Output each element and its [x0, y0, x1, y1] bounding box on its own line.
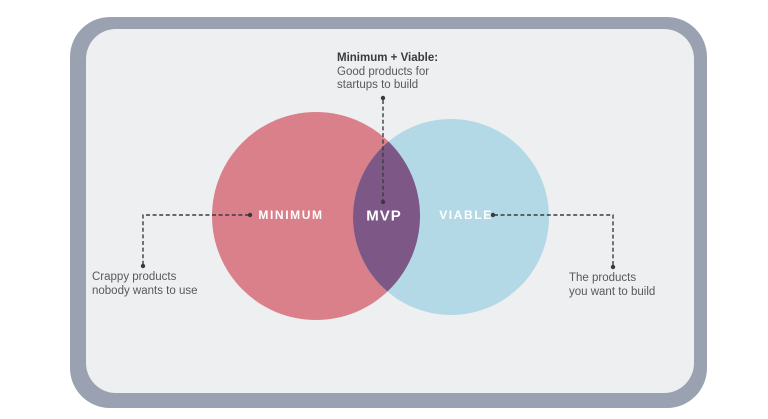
left-annotation-line: nobody wants to use: [92, 284, 198, 297]
connector-dot: [140, 263, 146, 269]
top-annotation-title: Minimum + Viable:: [337, 52, 439, 64]
connector-dot: [247, 212, 253, 218]
mvp-label: MVP: [366, 207, 402, 225]
top-annotation: Minimum + Viable: Good products for star…: [337, 52, 438, 93]
connector-dot: [380, 95, 386, 101]
top-annotation-line: Good products for: [337, 65, 430, 78]
left-connector-line: [142, 214, 249, 264]
right-annotation-line: you want to build: [569, 285, 656, 298]
right-annotation-line: The products: [569, 272, 637, 284]
right-annotation: The products you want to build: [569, 272, 655, 299]
left-annotation: Crappy products nobody wants to use: [92, 271, 198, 298]
connector-dot: [610, 264, 616, 270]
mvp-intersection: [353, 119, 420, 315]
connector-dot: [490, 212, 496, 218]
connector-dot: [380, 199, 386, 205]
viable-label: VIABLE: [439, 208, 493, 222]
top-annotation-line: startups to build: [337, 79, 419, 91]
left-annotation-line: Crappy products: [92, 271, 177, 283]
minimum-label: MINIMUM: [258, 208, 324, 222]
right-connector-line: [494, 214, 614, 265]
